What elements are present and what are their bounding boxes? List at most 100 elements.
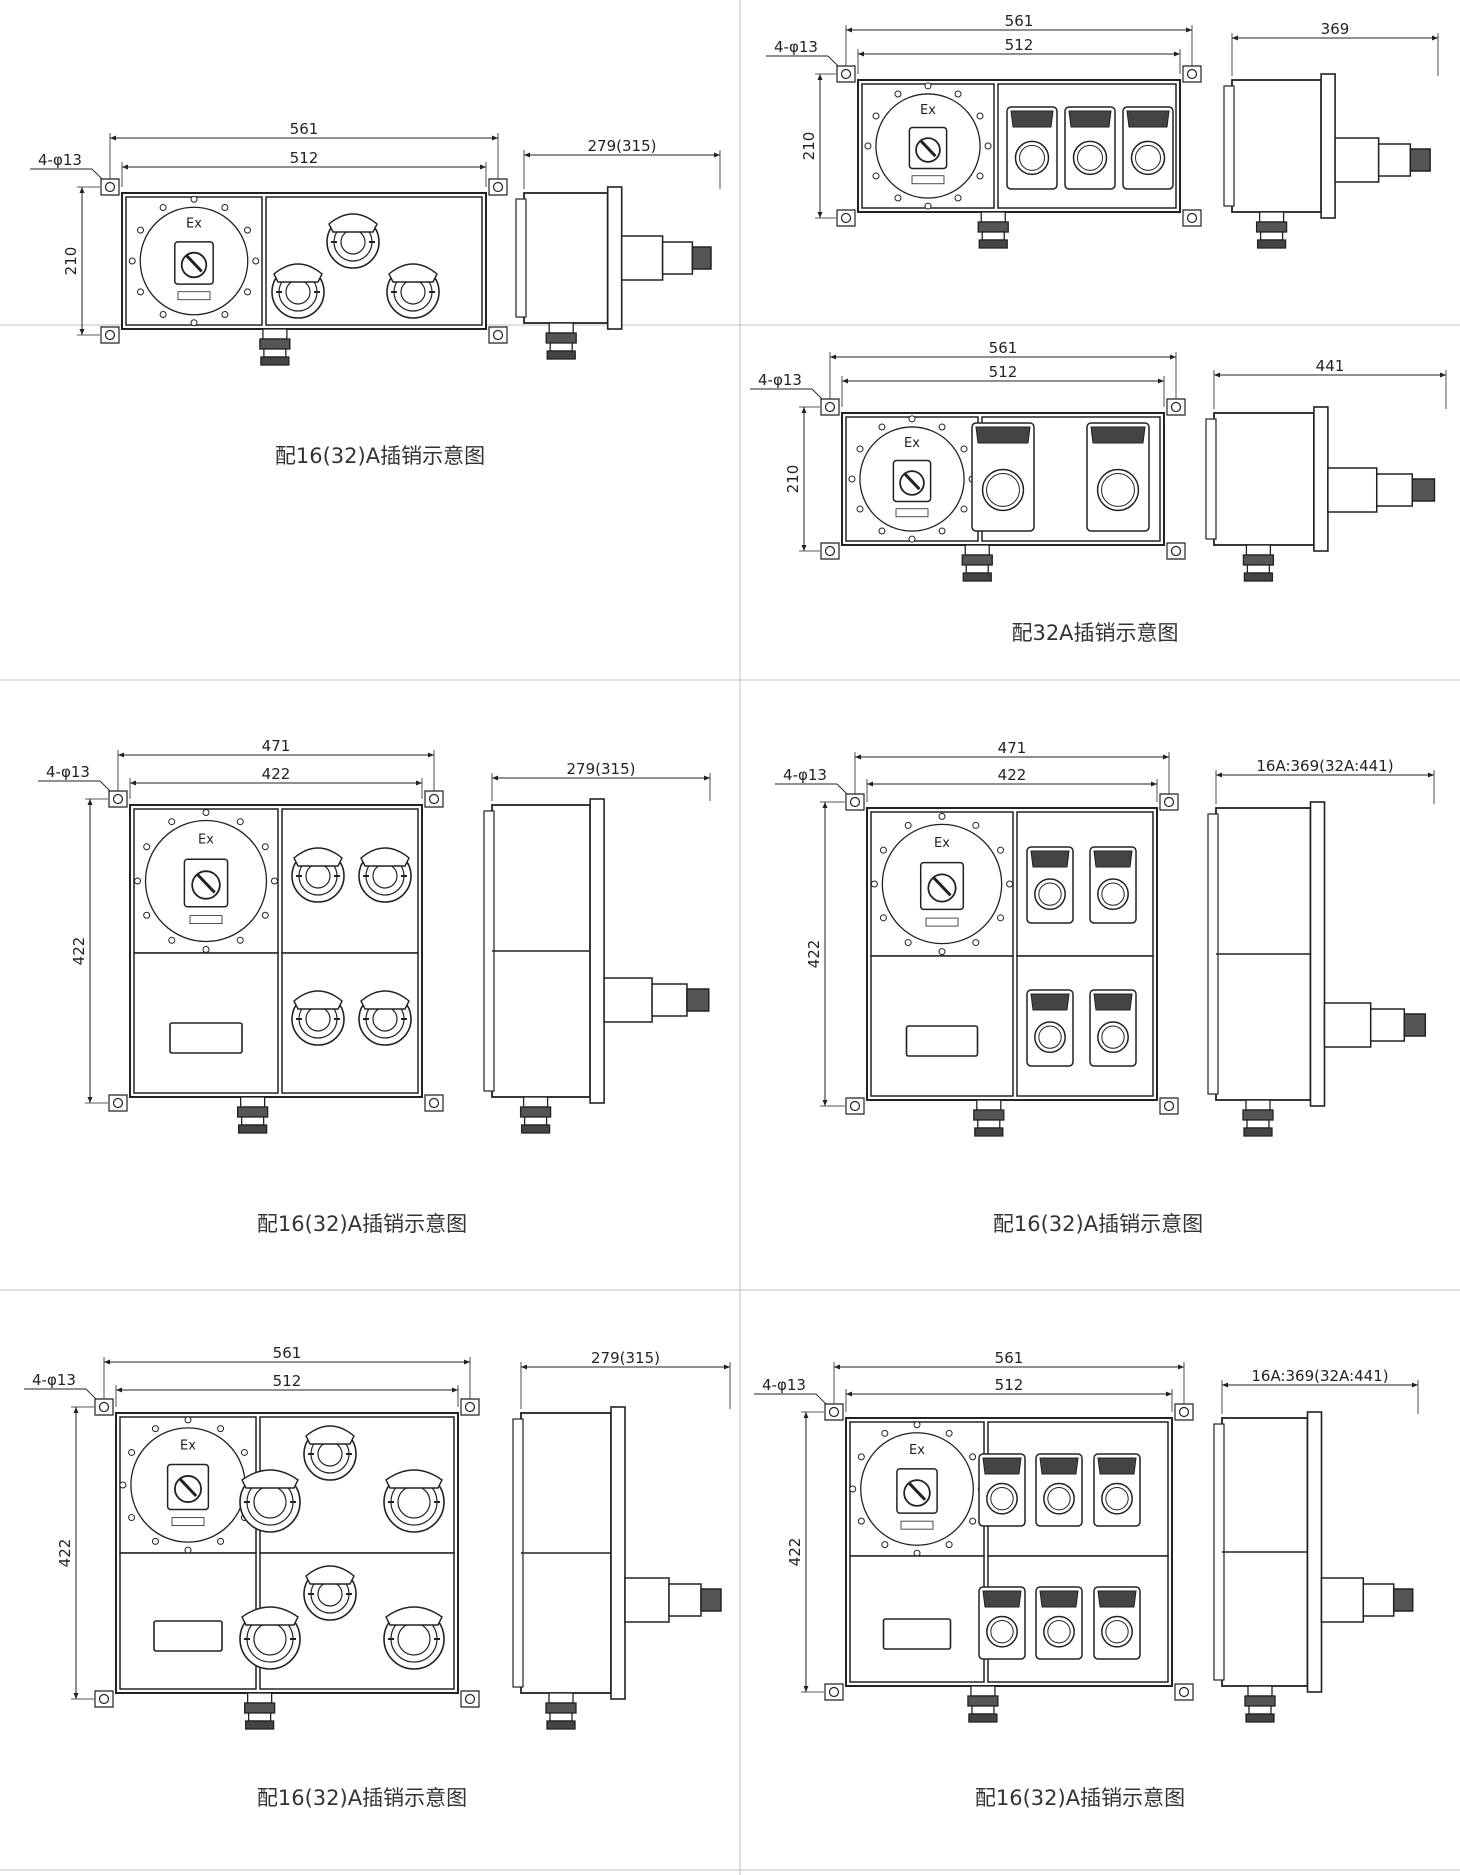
dimension-arrow bbox=[480, 164, 486, 170]
dim-bolt-spacing-label: 512 bbox=[995, 1376, 1024, 1394]
flange-bolt bbox=[128, 1514, 136, 1522]
gland-tail bbox=[263, 348, 287, 358]
socket-flap bbox=[982, 1590, 1022, 1608]
cable-gland-icon bbox=[545, 322, 577, 360]
flange-bolt bbox=[984, 142, 992, 150]
dimension-arrow bbox=[87, 799, 93, 805]
flange-bolt bbox=[945, 1541, 953, 1549]
mounting-lug bbox=[108, 790, 128, 808]
flange-bolt bbox=[856, 505, 864, 513]
dim-bolt-spacing-label: 422 bbox=[998, 766, 1027, 784]
plug-body bbox=[1327, 467, 1378, 513]
mounting-hole bbox=[1186, 212, 1198, 224]
gland-tail bbox=[549, 342, 573, 352]
socket-cover bbox=[293, 990, 343, 1010]
side-view bbox=[483, 798, 710, 1134]
flange-bolts bbox=[848, 415, 976, 543]
gland-nut bbox=[519, 1106, 552, 1118]
flange-bolts bbox=[849, 1421, 985, 1557]
flange-bolt bbox=[221, 204, 229, 212]
flange-bolt bbox=[924, 82, 932, 90]
mounting-hole bbox=[1178, 1686, 1190, 1698]
socket-face bbox=[372, 1006, 398, 1032]
plug-sleeve bbox=[661, 241, 694, 275]
flange-bolt bbox=[202, 945, 210, 953]
gland-nut bbox=[973, 1109, 1005, 1121]
dim-side-depth-label: 16A:369(32A:441) bbox=[1251, 1367, 1388, 1385]
socket-flap bbox=[1097, 1590, 1137, 1608]
side-plug-icon bbox=[1320, 1577, 1414, 1623]
gland-cap bbox=[546, 1720, 576, 1730]
flange-bolt bbox=[261, 911, 269, 919]
flange-bolt bbox=[881, 1429, 889, 1437]
gland-body bbox=[980, 211, 1006, 223]
side-lid-flange bbox=[610, 1406, 626, 1700]
mounting-hole bbox=[849, 796, 861, 808]
side-view bbox=[512, 1406, 722, 1730]
socket-cap-inner bbox=[1038, 1025, 1062, 1049]
dimension-arrow bbox=[846, 1391, 852, 1397]
plug-sleeve bbox=[651, 983, 688, 1017]
flange-bolt bbox=[217, 1425, 225, 1433]
side-plug-icon bbox=[1327, 467, 1436, 513]
dim-bolt-spacing-label: 512 bbox=[1005, 36, 1034, 54]
dimension-arrow bbox=[1151, 781, 1157, 787]
dimension-arrow bbox=[1432, 35, 1438, 41]
mounting-lug bbox=[845, 1097, 865, 1115]
flange-bolt bbox=[128, 257, 136, 265]
gland-body bbox=[548, 1692, 574, 1704]
plug-sleeve bbox=[1377, 143, 1412, 177]
socket-face bbox=[317, 1441, 343, 1467]
panel-p7: 5615124224-φ13Ex16A:369(32A:441)配16(32)A… bbox=[754, 1349, 1419, 1810]
dim-height-label: 210 bbox=[800, 132, 818, 161]
side-view bbox=[1205, 406, 1436, 582]
socket-flap bbox=[982, 1457, 1022, 1475]
flange-bolt bbox=[870, 880, 878, 888]
plug-sleeve bbox=[1375, 473, 1414, 507]
flange-bolt bbox=[217, 1537, 225, 1545]
dimension-arrow bbox=[492, 135, 498, 141]
hole-callout-label: 4-φ13 bbox=[32, 1371, 76, 1389]
socket-32a-icon bbox=[1086, 422, 1150, 532]
socket-cap-inner bbox=[990, 1486, 1014, 1511]
hole-callout-label: 4-φ13 bbox=[774, 38, 818, 56]
side-lid-flange bbox=[1306, 1411, 1323, 1693]
plug-body bbox=[620, 235, 664, 281]
gland-tail bbox=[977, 1119, 1001, 1129]
dimension-arrow bbox=[1166, 1391, 1172, 1397]
socket-face bbox=[253, 1485, 287, 1519]
socket-cap-inner bbox=[1101, 882, 1125, 906]
nameplate-tag bbox=[189, 915, 223, 924]
socket-cover bbox=[305, 1565, 355, 1585]
dim-height: 422 bbox=[70, 798, 108, 1104]
gland-tail bbox=[965, 564, 989, 574]
dimension-arrow bbox=[122, 164, 128, 170]
nameplate-tag bbox=[895, 508, 929, 518]
cable-gland-icon bbox=[1255, 211, 1288, 249]
socket-32a-icon bbox=[1064, 106, 1116, 190]
socket-32a-icon bbox=[1026, 989, 1074, 1067]
socket-cap-inner bbox=[1105, 1486, 1129, 1511]
socket-32a-icon bbox=[1026, 846, 1074, 924]
socket-16a-icon bbox=[239, 1606, 301, 1670]
flange-bolt bbox=[143, 911, 151, 919]
flange-bolt bbox=[881, 1541, 889, 1549]
mounting-hole bbox=[828, 1406, 840, 1418]
dimension-arrow bbox=[817, 74, 823, 80]
dimension-arrow bbox=[118, 752, 124, 758]
mounting-lug bbox=[424, 790, 444, 808]
side-mount-rail bbox=[1205, 418, 1217, 540]
mounting-lug bbox=[460, 1690, 480, 1708]
flange-bolt bbox=[872, 112, 880, 120]
socket-face bbox=[305, 863, 331, 889]
gland-body bbox=[1245, 544, 1272, 556]
dimension-arrow bbox=[801, 407, 807, 413]
dimension-arrow bbox=[867, 781, 873, 787]
cable-gland-icon bbox=[519, 1096, 552, 1134]
flange-bolt bbox=[938, 812, 946, 820]
side-mount-rail bbox=[515, 198, 527, 318]
rotary-switch-icon bbox=[908, 126, 948, 170]
dimension-arrow bbox=[714, 152, 720, 158]
